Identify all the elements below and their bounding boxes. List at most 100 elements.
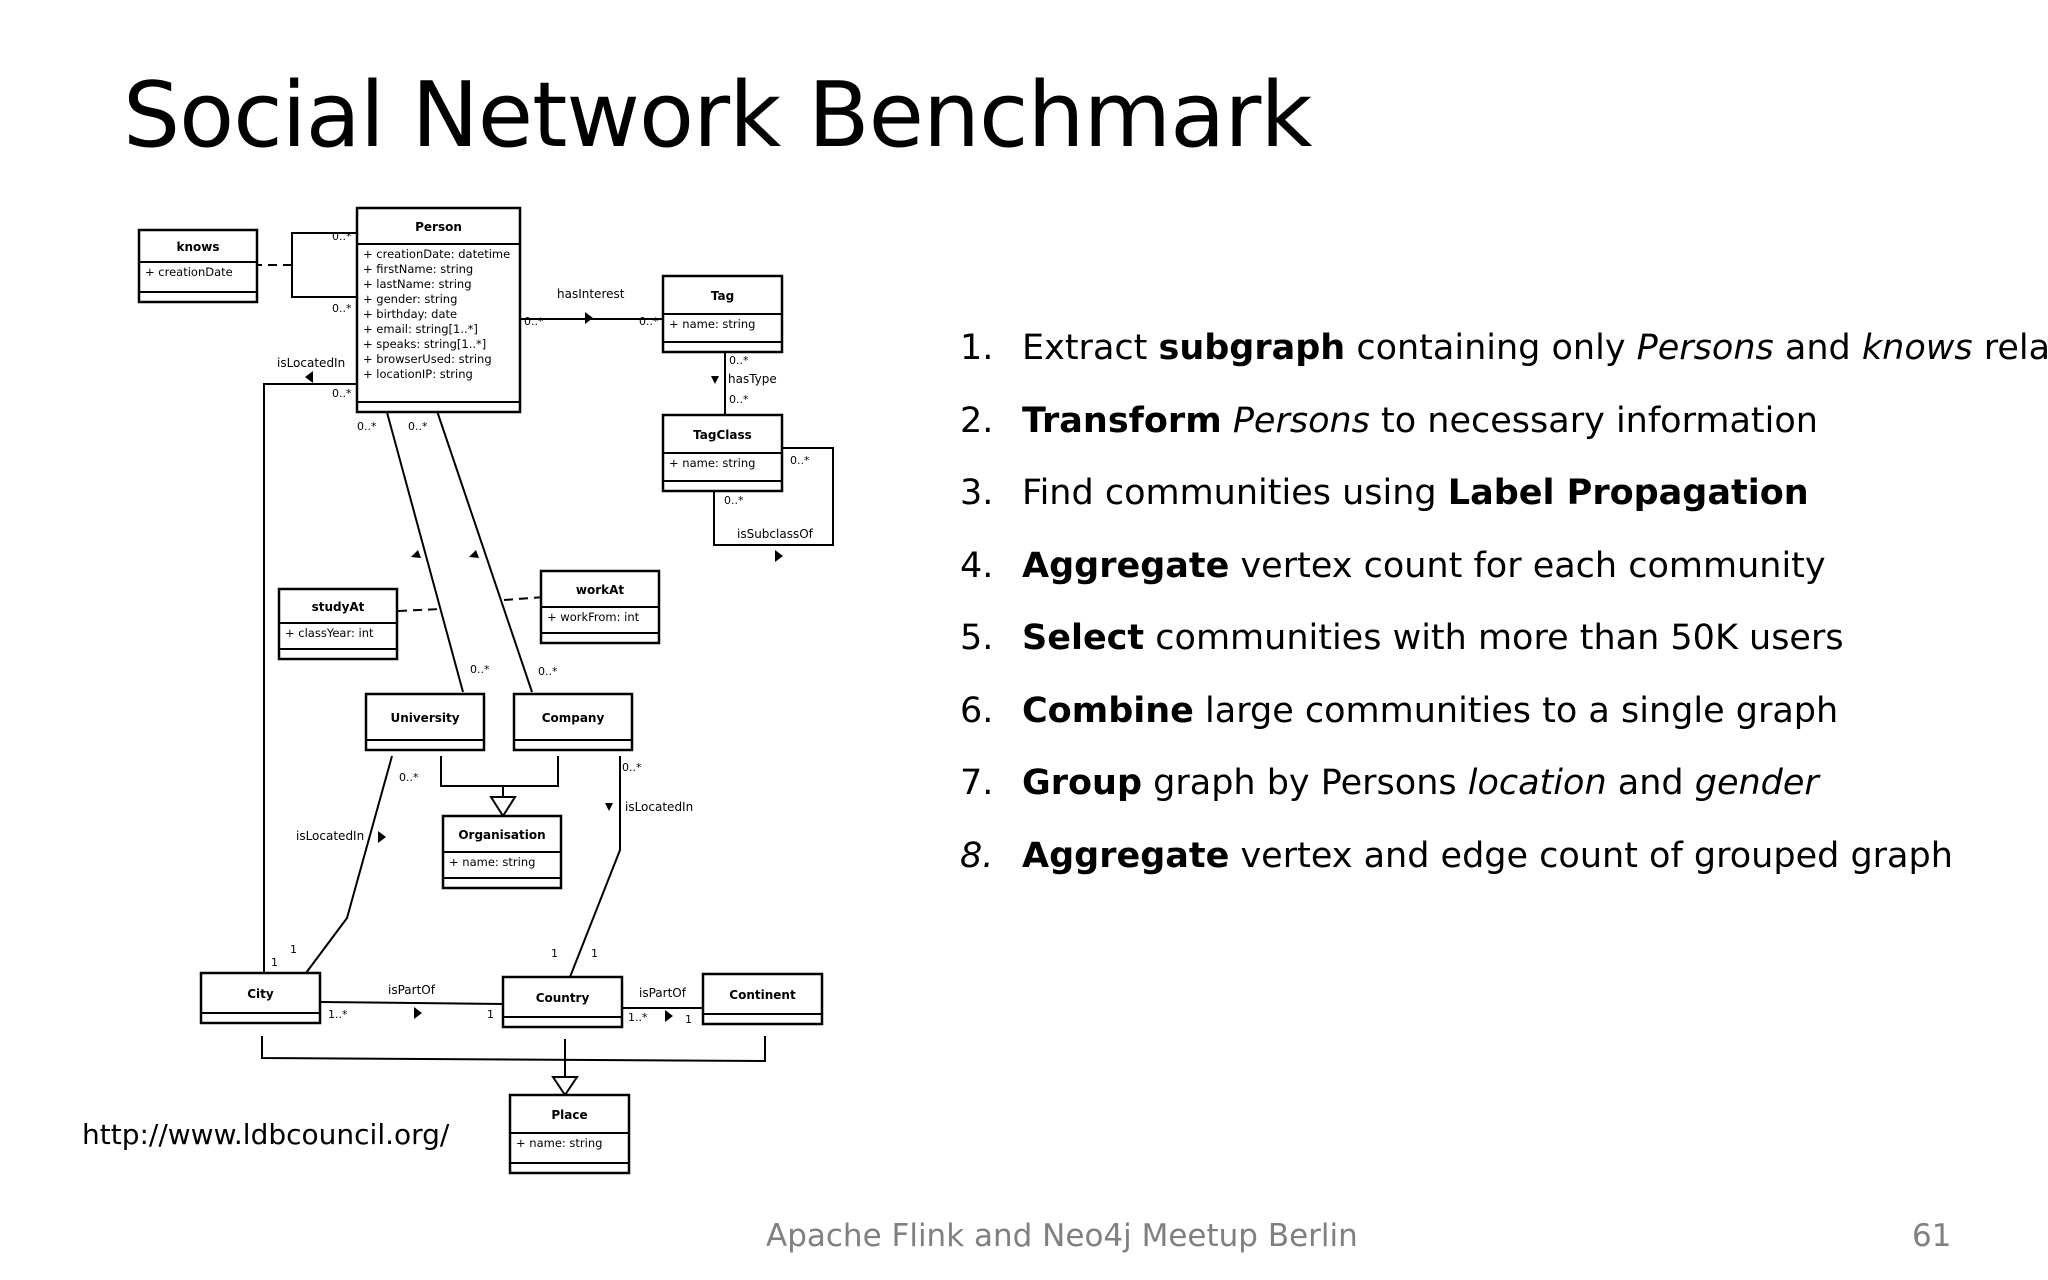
- city-partof-edge: [320, 1001, 504, 1005]
- class-attr-knows: + creationDate: [145, 265, 233, 279]
- step-text: location: [1467, 763, 1607, 803]
- slide-footer: Apache Flink and Neo4j Meetup Berlin: [766, 1218, 1358, 1254]
- step-item: 3. Find communities using Label Propagati…: [960, 473, 2040, 546]
- class-attr-person: + gender: string: [363, 292, 457, 306]
- step-text: Find communities using: [1022, 473, 1448, 513]
- university-gen-edge: [440, 756, 559, 787]
- association-label: isLocatedIn: [277, 356, 345, 370]
- association-label: isLocatedIn: [296, 829, 364, 843]
- multiplicity-label: 1: [551, 947, 558, 960]
- class-box-university: University: [364, 692, 486, 752]
- class-name-person: Person: [415, 220, 462, 234]
- step-text: communities with more than 50K users: [1144, 618, 1844, 658]
- association-label: isSubclassOf: [737, 527, 814, 541]
- multiplicity-label: 1..*: [628, 1011, 648, 1024]
- multiplicity-label: 0..*: [524, 315, 544, 328]
- class-name-country: Country: [536, 991, 590, 1005]
- class-box-tag: Tag+ name: string: [661, 274, 784, 354]
- class-name-city: City: [247, 987, 274, 1001]
- place-gen-edge: [261, 1036, 766, 1063]
- step-text: and: [1606, 763, 1695, 803]
- class-name-tagclass: TagClass: [693, 428, 752, 442]
- city-partof-arrow: [414, 1007, 422, 1019]
- step-item: 5. Select communities with more than 50K …: [960, 618, 2040, 691]
- multiplicity-label: 0..*: [399, 771, 419, 784]
- step-text: containing only: [1345, 328, 1637, 368]
- step-text: Combine: [1022, 690, 1194, 731]
- work-at-edge: [434, 404, 533, 693]
- multiplicity-label: 0..*: [357, 420, 377, 433]
- class-name-organisation: Organisation: [458, 828, 545, 842]
- step-number: 6.: [960, 690, 994, 731]
- multiplicity-label: 0..*: [790, 454, 810, 467]
- class-box-organisation: Organisation + name: string: [441, 814, 563, 890]
- multiplicity-label: 0..*: [724, 494, 744, 507]
- step-item: 4.Aggregate vertex count for each commun…: [960, 546, 2040, 619]
- step-text: Persons: [1636, 328, 1774, 368]
- step-item: 8.Aggregate vertex and edge count of gro…: [960, 836, 2040, 909]
- association-label: hasInterest: [557, 287, 625, 301]
- class-box-company: Company: [512, 692, 634, 752]
- subclass-loop-edge: [713, 447, 834, 546]
- study-assoc-dash: [397, 608, 442, 612]
- has-interest-arrow: [585, 312, 593, 324]
- association-label: isPartOf: [639, 986, 687, 1000]
- class-box-tagclass: TagClass + name: string: [661, 413, 784, 493]
- class-name-studyat: studyAt: [312, 600, 365, 614]
- class-attr-tagclass: + name: string: [669, 456, 755, 470]
- multiplicity-label: 0..*: [332, 302, 352, 315]
- step-number: 2.: [960, 400, 994, 441]
- step-text: Transform: [1022, 400, 1222, 441]
- multiplicity-label: 1: [591, 947, 598, 960]
- multiplicity-label: 0..*: [470, 663, 490, 676]
- multiplicity-label: 1: [685, 1013, 692, 1026]
- subclass-arrow: [775, 550, 783, 562]
- class-attr-place: + name: string: [516, 1136, 602, 1150]
- step-text: graph by Persons: [1142, 763, 1468, 803]
- step-item: 2.Transform Persons to necessary informa…: [960, 401, 2040, 474]
- step-item: 7.Group graph by Persons location and ge…: [960, 763, 2040, 836]
- multiplicity-label: 0..*: [639, 315, 659, 328]
- class-attr-person: + browserUsed: string: [363, 352, 492, 366]
- step-text: Extract: [1022, 328, 1159, 368]
- class-name-university: University: [390, 711, 459, 725]
- class-attr-workat: + workFrom: int: [547, 610, 640, 624]
- class-box-city: City: [199, 971, 322, 1025]
- company-located-edge: [569, 756, 621, 978]
- multiplicity-label: 0..*: [729, 354, 749, 367]
- step-text: Label Propagation: [1447, 473, 1809, 513]
- step-text: Select: [1022, 618, 1145, 658]
- class-name-company: Company: [542, 711, 605, 725]
- multiplicity-label: 0..*: [622, 761, 642, 774]
- class-box-knows: knows+ creationDate: [137, 228, 259, 304]
- step-number: 5.: [960, 618, 994, 658]
- step-text: Aggregate: [1022, 835, 1230, 876]
- class-box-continent: Continent: [701, 972, 824, 1026]
- step-text: Persons: [1232, 400, 1370, 441]
- step-text: knows: [1861, 328, 1973, 368]
- multiplicity-label: 1: [290, 943, 297, 956]
- class-name-tag: Tag: [711, 289, 734, 303]
- work-arrow: [469, 550, 479, 558]
- slide-title: Social Network Benchmark: [123, 63, 1312, 168]
- class-box-workat: workAt+ workFrom: int: [539, 569, 661, 645]
- step-text: vertex count for each community: [1229, 545, 1826, 586]
- multiplicity-label: 0..*: [408, 420, 428, 433]
- class-attr-person: + creationDate: datetime: [363, 247, 510, 261]
- class-box-person: Person+ creationDate: datetime+ firstNam…: [355, 206, 522, 414]
- class-attr-person: + lastName: string: [363, 277, 472, 291]
- step-number: 3.: [960, 473, 994, 513]
- page-number: 61: [1912, 1218, 1952, 1254]
- class-box-country: Country: [501, 975, 624, 1029]
- source-url[interactable]: http://www.ldbcouncil.org/: [82, 1118, 450, 1151]
- class-attr-person: + email: string[1..*]: [363, 322, 478, 336]
- class-attr-organisation: + name: string: [449, 855, 535, 869]
- work-assoc-dash: [503, 596, 546, 601]
- study-arrow: [411, 550, 421, 558]
- step-number: 7.: [960, 763, 994, 803]
- step-text: vertex and edge count of grouped graph: [1229, 835, 1953, 876]
- association-label: isPartOf: [388, 983, 436, 997]
- multiplicity-label: 0..*: [729, 393, 749, 406]
- step-number: 4.: [960, 545, 994, 586]
- person-located-edge: [263, 383, 357, 973]
